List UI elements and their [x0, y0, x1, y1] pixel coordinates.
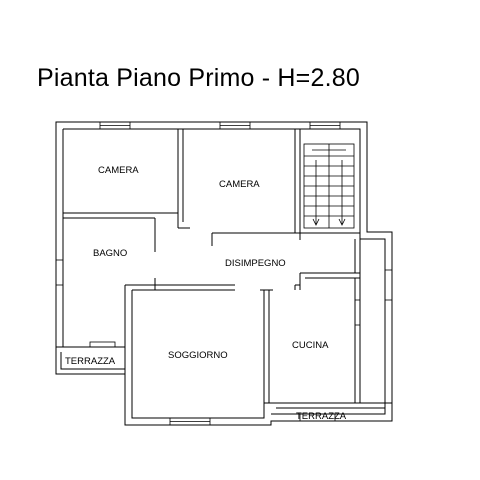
windows [55, 121, 393, 426]
room-label-bagno: BAGNO [93, 248, 127, 259]
room-label-camera-left: CAMERA [98, 165, 139, 176]
terrazza-right-outline [271, 402, 392, 409]
interior-walls [63, 129, 361, 404]
plan-title: Pianta Piano Primo - H=2.80 [37, 64, 360, 92]
staircase [303, 143, 355, 229]
room-label-soggiorno: SOGGIORNO [168, 350, 228, 361]
room-label-disimpegno: DISIMPEGNO [225, 258, 286, 269]
room-label-camera-right: CAMERA [219, 179, 260, 190]
room-label-terrazza-right: TERRAZZA [296, 411, 347, 422]
room-label-cucina: CUCINA [292, 340, 329, 351]
room-label-terrazza-left: TERRAZZA [65, 356, 116, 367]
